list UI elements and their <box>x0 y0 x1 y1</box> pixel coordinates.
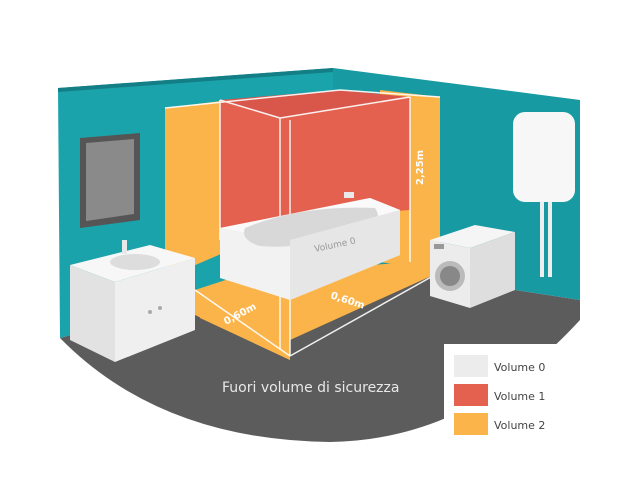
wall-top-edge <box>58 68 333 92</box>
volume-1-zone <box>220 90 410 230</box>
washing-machine <box>430 225 515 308</box>
legend-item-volume-2: Volume 2 <box>454 413 545 435</box>
legend-label: Volume 1 <box>494 390 545 403</box>
legend-label: Volume 0 <box>494 361 545 374</box>
bathtub: Volume 0 <box>220 192 400 300</box>
legend-swatch <box>454 384 488 406</box>
legend-item-volume-1: Volume 1 <box>454 384 545 406</box>
legend: Volume 0 Volume 1 Volume 2 <box>444 344 564 440</box>
legend-label: Volume 2 <box>494 419 545 432</box>
outside-safety-zone-label: Fuori volume di sicurezza <box>222 380 399 396</box>
water-heater <box>513 112 575 277</box>
legend-swatch <box>454 355 488 377</box>
sink-cabinet <box>70 240 195 362</box>
legend-swatch <box>454 413 488 435</box>
legend-item-volume-0: Volume 0 <box>454 355 545 377</box>
mirror <box>80 133 140 228</box>
dimension-height: 2,25m <box>415 150 426 185</box>
